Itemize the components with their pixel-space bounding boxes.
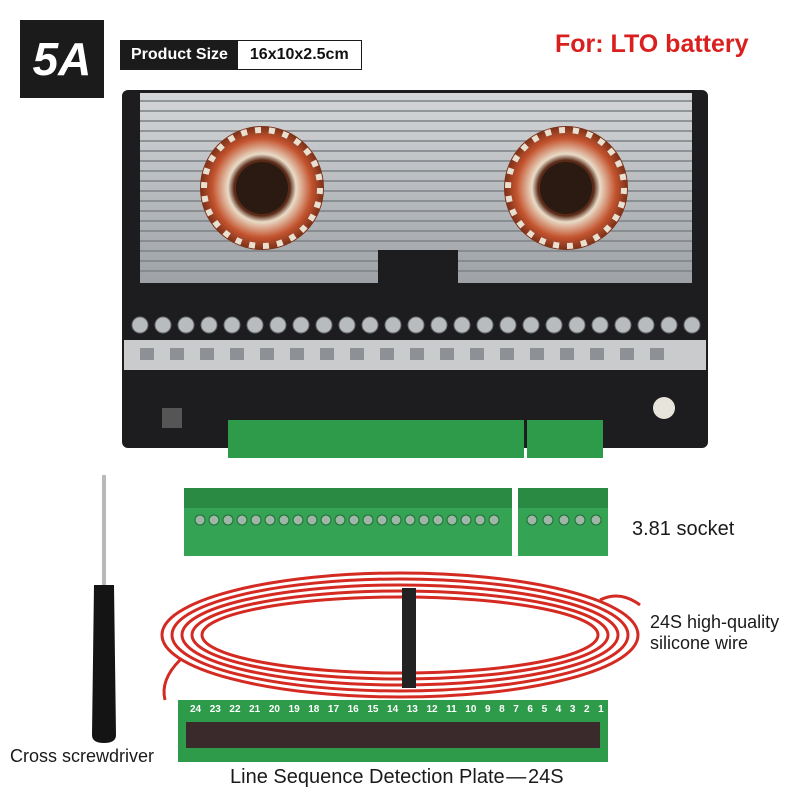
plate-number: 4	[555, 704, 562, 715]
plate-number: 5	[541, 704, 548, 715]
plate-number: 14	[387, 704, 399, 715]
detection-plate-caption: Line Sequence Detection Plate — 24S	[230, 766, 564, 788]
plate-number: 9	[485, 704, 491, 715]
socket-caption: 3.81 socket	[632, 518, 735, 540]
battery-type-label: For: LTO battery	[555, 30, 749, 58]
onboard-terminal-small	[527, 420, 603, 458]
plate-number: 6	[527, 704, 533, 715]
wire-caption-line1: 24S high-quality	[650, 612, 780, 632]
capacitor-row	[131, 316, 701, 334]
inductor-left	[200, 126, 324, 250]
plate-number: 2	[583, 704, 590, 715]
detection-plate	[178, 700, 608, 762]
plate-number: 21	[249, 704, 261, 715]
plate-number: 23	[209, 704, 221, 715]
inductor-right	[504, 126, 628, 250]
plate-number: 24	[190, 704, 202, 715]
silicone-wire-bundle	[160, 571, 641, 701]
plate-number: 12	[426, 704, 438, 715]
plate-number-row: 24 23 22 21 20 19 18 17 16 15 14 13 12 1…	[190, 704, 604, 715]
switch	[162, 408, 182, 428]
socket-connector-large	[184, 488, 512, 556]
onboard-terminal-large	[228, 420, 524, 458]
plate-number: 20	[268, 704, 280, 715]
product-size-box: Product Size 16x10x2.5cm	[120, 40, 362, 70]
plate-number: 19	[288, 704, 300, 715]
plate-number: 11	[446, 704, 457, 715]
plate-number: 15	[367, 704, 379, 715]
product-size-value: 16x10x2.5cm	[237, 41, 361, 69]
plate-number: 10	[465, 704, 477, 715]
cross-screwdriver	[92, 475, 116, 743]
plate-number: 22	[229, 704, 241, 715]
plate-number: 3	[569, 704, 576, 715]
reset-button	[653, 397, 675, 419]
screwdriver-caption: Cross screwdriver	[10, 746, 155, 766]
current-rating-badge: 5A	[20, 20, 104, 98]
plate-number: 16	[347, 704, 359, 715]
socket-connector-small	[518, 488, 608, 556]
plate-number: 1	[598, 704, 604, 715]
plate-number: 18	[308, 704, 320, 715]
plate-number: 17	[327, 704, 340, 715]
plate-number: 7	[513, 704, 519, 715]
product-size-label: Product Size	[121, 41, 238, 69]
plate-number: 8	[499, 704, 505, 715]
plate-number: 13	[406, 704, 418, 715]
bms-board	[122, 90, 708, 458]
wire-caption-line2: silicone wire	[650, 633, 749, 653]
